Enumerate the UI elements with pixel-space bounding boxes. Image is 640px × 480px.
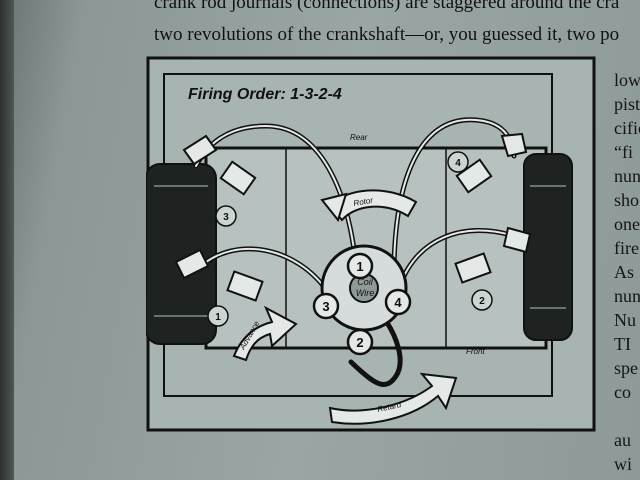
spark-plug-left-lower (226, 270, 264, 302)
side-text-line: wi (614, 454, 632, 474)
svg-text:4: 4 (394, 295, 402, 310)
side-text-line: co (614, 382, 631, 402)
rotor-label: Rotor (353, 196, 374, 208)
side-text-line: nun (614, 286, 640, 306)
side-text-line: au (614, 430, 631, 450)
svg-text:4: 4 (455, 158, 461, 169)
cap-tower-2: 2 (346, 328, 374, 356)
side-text-line: pist (614, 94, 640, 114)
side-text-line: TI (614, 334, 631, 354)
side-text-line: one (614, 214, 640, 234)
svg-text:3: 3 (223, 212, 229, 223)
svg-text:1: 1 (215, 312, 221, 323)
rear-label: Rear (350, 133, 368, 142)
cap-tower-3: 3 (312, 292, 340, 320)
svg-text:3: 3 (322, 299, 329, 314)
cylinder-number-4: 4 (447, 151, 469, 173)
svg-text:1: 1 (356, 259, 363, 274)
side-text-line: nun (614, 166, 640, 186)
side-text-line: cific (614, 118, 640, 138)
cap-tower-1: 1 (346, 252, 374, 280)
plug-boot (500, 132, 528, 158)
cylinder-number-3: 3 (215, 205, 237, 227)
spark-plug-right-lower (454, 252, 492, 284)
coil-wire-label: Coil (357, 277, 374, 287)
spark-plug-left-upper (219, 160, 257, 196)
side-text-line: Nu (614, 310, 636, 330)
cylinder-number-1: 1 (207, 305, 229, 327)
rotor-direction-arrow (328, 189, 418, 222)
book-binding-shadow (0, 0, 18, 480)
side-text-line: As (614, 262, 635, 282)
retard-arrow (328, 372, 458, 425)
cylinder-number-2: 2 (471, 289, 493, 311)
front-label: Front (466, 347, 485, 356)
side-text-line: fire (614, 238, 639, 258)
side-text-line: low (614, 70, 640, 90)
side-text-line: sho (614, 190, 640, 210)
body-text-line-1: crank rod journals (connections) are sta… (154, 0, 620, 13)
plug-boot (502, 226, 532, 254)
side-text-line: spe (614, 358, 638, 378)
figure-title: Firing Order: 1-3-2-4 (188, 86, 342, 103)
svg-text:2: 2 (356, 335, 363, 350)
right-valve-cover (523, 153, 573, 341)
side-text-line: “fi (614, 142, 633, 162)
cap-tower-4: 4 (384, 288, 412, 316)
body-text-line-2: two revolutions of the crankshaft—or, yo… (154, 24, 620, 45)
advance-arrow (232, 305, 298, 362)
svg-text:2: 2 (479, 296, 485, 307)
plug-boot (182, 134, 218, 166)
spark-plug-right-upper (455, 158, 493, 194)
firing-order-illustration: 1 3 4 2 Coil Wire 3 1 4 2 Rear Front Rot… (146, 56, 596, 432)
coil-wire-label: Wire (356, 288, 374, 298)
plug-boot (174, 248, 210, 280)
